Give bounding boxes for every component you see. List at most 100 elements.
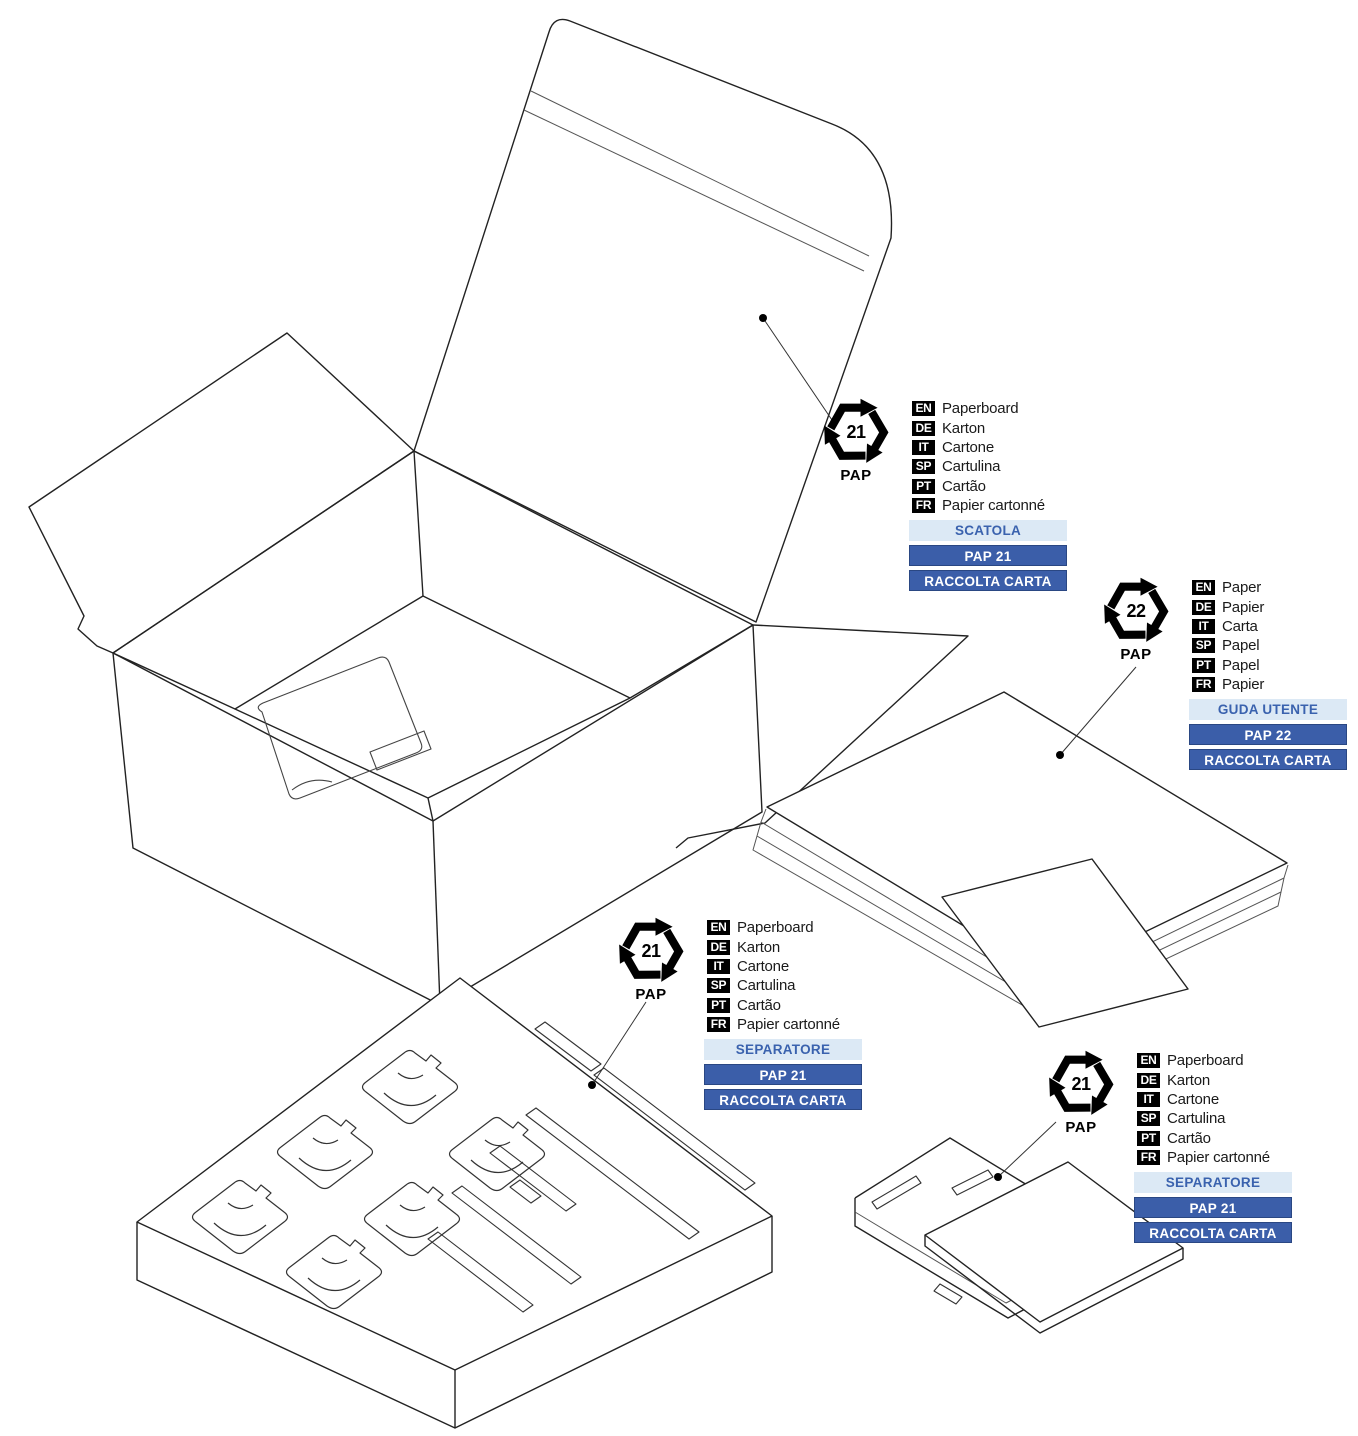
component-name-bar: SEPARATORE xyxy=(704,1039,862,1060)
box-inner-wall-edge xyxy=(428,798,433,821)
language-row: IT Cartone xyxy=(1137,1090,1270,1109)
language-row: SP Cartulina xyxy=(912,457,1045,476)
language-code-tag: FR xyxy=(1137,1150,1160,1166)
material-name: Papel xyxy=(1222,656,1260,674)
language-code-tag: SP xyxy=(707,978,730,994)
language-code-tag: DE xyxy=(912,420,935,436)
recycling-material-code: PAP xyxy=(1120,646,1152,663)
language-row: SP Papel xyxy=(1192,636,1264,655)
recycling-arrows-icon xyxy=(619,917,684,982)
material-name: Cartone xyxy=(737,957,789,975)
box-insert-cutout xyxy=(258,657,422,799)
box-lid-crease xyxy=(531,91,869,256)
language-code-tag: FR xyxy=(912,498,935,514)
language-code-tag: EN xyxy=(1137,1053,1160,1069)
tray-separator-figure xyxy=(137,978,772,1428)
recycling-code-number: 21 xyxy=(641,941,661,961)
box-floor xyxy=(235,596,630,798)
language-row: EN Paperboard xyxy=(912,399,1045,418)
component-name-bar: GUDA UTENTE xyxy=(1189,699,1347,720)
disposal-bar: RACCOLTA CARTA xyxy=(704,1089,862,1110)
language-code-tag: SP xyxy=(1192,638,1215,654)
box-lid-crease xyxy=(524,110,864,271)
disposal-bar: RACCOLTA CARTA xyxy=(909,570,1067,591)
recycling-info-bars: SEPARATORE PAP 21 RACCOLTA CARTA xyxy=(1134,1172,1292,1247)
material-name: Carta xyxy=(1222,617,1258,635)
guide-cover-sheet xyxy=(767,692,1287,978)
language-row: SP Cartulina xyxy=(707,976,840,995)
language-code-tag: DE xyxy=(1192,599,1215,615)
language-code-tag: IT xyxy=(1137,1091,1160,1107)
recycling-symbol: 21 PAP xyxy=(615,915,687,1007)
recycling-code-number: 21 xyxy=(1071,1074,1091,1094)
leader-dot-guide xyxy=(1056,751,1064,759)
recycling-code-number: 21 xyxy=(846,422,866,442)
box-left-flap xyxy=(29,333,414,653)
leader-line-separator xyxy=(998,1122,1056,1177)
tray-slot-cutout xyxy=(594,1068,755,1190)
separator-back-sheet xyxy=(855,1138,1032,1198)
recycling-material-code: PAP xyxy=(1065,1119,1097,1136)
user-guide-figure xyxy=(753,667,1288,1027)
component-name-bar: SEPARATORE xyxy=(1134,1172,1292,1193)
tray-slot-cutout xyxy=(452,1186,581,1284)
separator-flap-thickness xyxy=(925,1235,1183,1333)
material-name: Cartone xyxy=(1167,1090,1219,1108)
recycling-code-number: 22 xyxy=(1126,601,1146,621)
material-name: Karton xyxy=(1167,1071,1210,1089)
recycling-symbol: 21 PAP xyxy=(1045,1048,1117,1140)
language-code-tag: EN xyxy=(912,401,935,417)
box-lid xyxy=(414,19,892,622)
box-inner-wall-edge xyxy=(113,653,235,709)
material-name: Papier cartonné xyxy=(1167,1149,1270,1167)
recycling-info-bars: GUDA UTENTE PAP 22 RACCOLTA CARTA xyxy=(1189,699,1347,774)
box-right-flap xyxy=(676,625,968,848)
recycling-material-code: PAP xyxy=(840,467,872,484)
component-name-bar: SCATOLA xyxy=(909,520,1067,541)
recycling-arrows-icon xyxy=(824,398,889,463)
tray-top-face xyxy=(137,978,772,1370)
material-name: Cartão xyxy=(1167,1129,1211,1147)
language-code-tag: SP xyxy=(1137,1111,1160,1127)
box-front-edge xyxy=(433,821,440,1005)
box-inner-wall-edge xyxy=(630,625,753,698)
box-inner-wall-edge xyxy=(414,451,423,596)
tray-slot-cutout xyxy=(526,1108,699,1239)
material-name: Cartulina xyxy=(1167,1110,1226,1128)
recycling-arrows-icon xyxy=(1049,1050,1114,1115)
material-name: Cartulina xyxy=(942,458,1001,476)
language-code-tag: SP xyxy=(912,459,935,475)
language-code-tag: IT xyxy=(912,439,935,455)
separator-tab xyxy=(934,1284,962,1304)
recycling-info-bars: SCATOLA PAP 21 RACCOLTA CARTA xyxy=(909,520,1067,595)
material-name: Cartulina xyxy=(737,977,796,995)
leader-dot-box xyxy=(759,314,767,322)
material-name: Paperboard xyxy=(942,400,1019,418)
language-code-tag: PT xyxy=(1192,657,1215,673)
material-name: Papel xyxy=(1222,637,1260,655)
leader-dot-tray xyxy=(588,1081,596,1089)
folded-separator-figure xyxy=(855,1122,1183,1333)
language-code-tag: FR xyxy=(1192,677,1215,693)
language-row: IT Cartone xyxy=(912,438,1045,457)
material-name: Cartone xyxy=(942,438,994,456)
language-code-tag: EN xyxy=(1192,580,1215,596)
material-name: Papier xyxy=(1222,598,1265,616)
material-name: Cartão xyxy=(942,477,986,495)
material-name: Papier cartonné xyxy=(942,497,1045,515)
language-code-tag: PT xyxy=(912,478,935,494)
separator-slot-cutout xyxy=(952,1170,993,1195)
